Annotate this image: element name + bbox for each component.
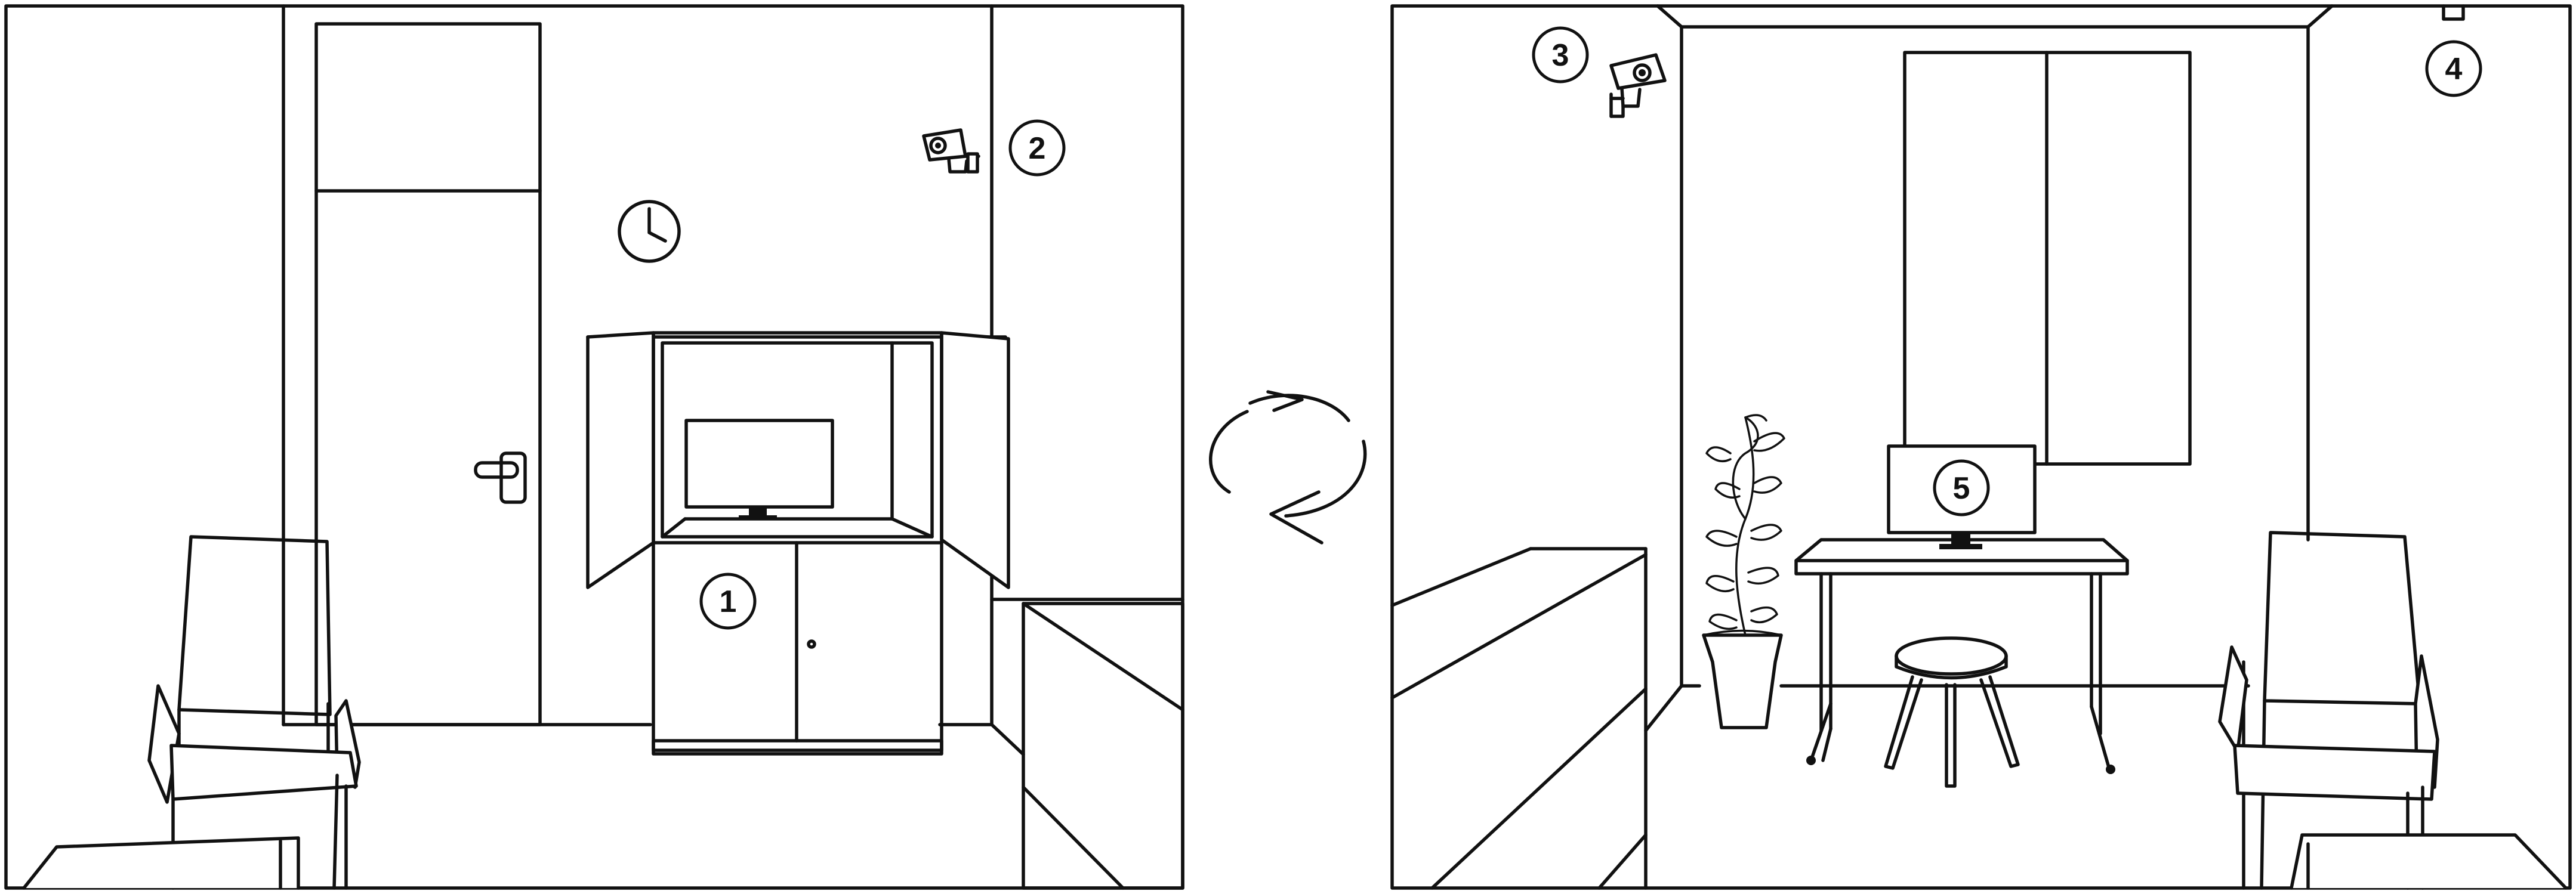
marker-1: 1 [699,573,757,630]
room-left: 2 [4,4,1184,890]
wall-clock-icon [618,200,681,263]
marker-3-label: 3 [1552,38,1569,73]
security-camera-icon [922,128,980,174]
marker-4: 4 [2425,40,2482,97]
tv-cabinet [586,331,1010,756]
security-camera-icon [1609,53,1667,118]
marker-2-label: 2 [1029,131,1046,166]
marker-4-label: 4 [2445,52,2463,86]
marker-3: 3 [1532,26,1589,83]
room-right-walls [1644,4,2334,732]
ceiling-device-icon [2442,4,2465,21]
rotate-arrows-icon [1209,390,1367,545]
side-table-left-room [22,836,300,890]
room-right-frame [1390,4,2572,890]
room-right: 3 4 [1390,4,2572,890]
desk [1794,538,2129,774]
door [314,22,542,726]
marker-5: 5 [1933,459,1990,516]
tv-icon [684,419,834,520]
side-table-right-room [2290,833,2568,890]
marker-1-label: 1 [720,584,737,619]
potted-plant-icon [1702,414,1785,729]
marker-5-label: 5 [1953,471,1970,506]
room-left-frame [4,4,1184,890]
wall-window [1903,51,2192,466]
dresser-right-room [1390,547,1648,890]
room-left-walls [282,4,1184,756]
door-handle-icon [474,451,527,504]
stool [1884,636,2020,788]
counter-left-room [1022,602,1184,890]
armchair-left-room [147,535,361,890]
marker-2: 2 [1008,119,1066,177]
